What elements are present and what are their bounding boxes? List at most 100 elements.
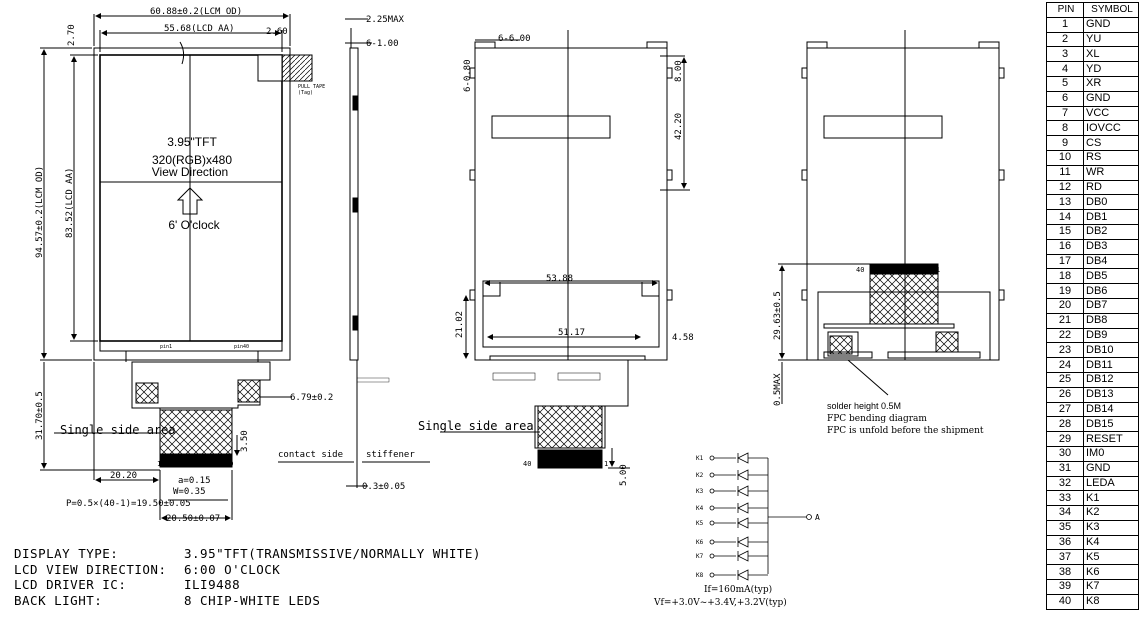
pin-symbol: DB1 <box>1083 209 1139 225</box>
led-label: K3 <box>696 488 704 495</box>
pin-number: 32 <box>1046 475 1084 492</box>
pin-number: 8 <box>1046 120 1084 137</box>
led-diode <box>709 550 768 562</box>
mechanical-drawing: 60.88±0.2(LCM OD) 55.68(LCD AA) 2.60 2.7… <box>35 7 1005 608</box>
dim-20-50: 20.50±0.07 <box>166 514 220 524</box>
single-side-area-label: Single side area <box>60 423 176 437</box>
screen-clock: 6' O'clock <box>168 218 220 232</box>
pin-number: 30 <box>1046 445 1084 462</box>
dim-5388: 53.88 <box>546 274 573 284</box>
dim-lcm-width: 60.88±0.2(LCM OD) <box>150 7 242 17</box>
dim-8: 8.00 <box>674 60 684 82</box>
led-diode <box>709 469 768 481</box>
led-diode <box>709 536 768 548</box>
spec-block: DISPLAY TYPE:3.95"TFT(TRANSMISSIVE/NORMA… <box>14 546 481 608</box>
pin-symbol: DB7 <box>1083 297 1139 314</box>
led-label: K2 <box>696 472 704 479</box>
pin-number: 24 <box>1046 357 1084 373</box>
pin-number: 36 <box>1046 534 1084 551</box>
fpc-note-1: solder height 0.5M <box>827 401 901 411</box>
pin-number: 22 <box>1046 327 1084 344</box>
dim-right-offset: 2.60 <box>266 27 288 37</box>
pin-number: 20 <box>1046 297 1084 314</box>
back-pin-40: 40 <box>523 460 531 468</box>
pin-number: 7 <box>1046 105 1084 122</box>
led-label: K8 <box>696 572 704 579</box>
led-label: K1 <box>696 455 704 462</box>
pin-symbol: YD <box>1083 61 1139 77</box>
pin-number: 21 <box>1046 312 1084 329</box>
stiffener-label: stiffener <box>366 450 415 460</box>
vf-label: Vf=+3.0V~+3.4V,+3.2V(typ) <box>653 597 787 608</box>
led-label: K5 <box>696 520 704 527</box>
pin-number: 18 <box>1046 268 1084 285</box>
spec-row: LCD DRIVER IC: ILI9488 <box>14 577 481 593</box>
pin-symbol: DB2 <box>1083 223 1139 240</box>
pin-symbol: K1 <box>1083 490 1139 507</box>
pin-number: 12 <box>1046 179 1084 196</box>
dim-3-50: 3.50 <box>240 430 250 452</box>
pin-symbol: GND <box>1083 460 1139 477</box>
dim-pitch: P=0.5×(40-1)=19.50±0.05 <box>66 499 191 509</box>
spec-value: 3.95"TFT(TRANSMISSIVE/NORMALLY WHITE) <box>184 546 481 561</box>
pin-number: 35 <box>1046 519 1084 536</box>
spec-row: DISPLAY TYPE:3.95"TFT(TRANSMISSIVE/NORMA… <box>14 546 481 562</box>
spec-row: BACK LIGHT:8 CHIP-WHITE LEDS <box>14 593 481 609</box>
pin-symbol: IOVCC <box>1083 120 1139 137</box>
pin-number: 40 <box>1046 593 1084 610</box>
led-diode <box>709 485 768 497</box>
pin-number: 11 <box>1046 164 1084 181</box>
pin-symbol: K4 <box>1083 534 1139 551</box>
dim-lcd-aa-width: 55.68(LCD AA) <box>164 24 234 34</box>
dim-6-080: 6-0.80 <box>463 59 473 92</box>
back-view <box>440 30 690 469</box>
spec-key: LCD VIEW DIRECTION: <box>14 561 167 577</box>
pin-number: 25 <box>1046 371 1084 388</box>
dim-20-20: 20.20 <box>110 471 137 481</box>
led-label: K4 <box>696 505 704 512</box>
pin-symbol: IM0 <box>1083 445 1139 462</box>
pin-header: PIN <box>1046 2 1084 18</box>
dim-05: 0.5MAX <box>773 373 783 406</box>
contact-side-label: contact side <box>278 450 343 460</box>
led-diode <box>709 569 768 581</box>
spec-value: ILI9488 <box>184 577 241 592</box>
pin-number: 13 <box>1046 194 1084 211</box>
pin-number: 29 <box>1046 431 1084 447</box>
pin-symbol: DB4 <box>1083 253 1139 270</box>
dim-w: W=0.35 <box>173 487 206 497</box>
spec-key: LCD DRIVER IC: <box>14 577 127 592</box>
pin-symbol: DB9 <box>1083 327 1139 344</box>
fpc-pin-1: 1 <box>936 266 940 274</box>
pin-symbol: K3 <box>1083 519 1139 536</box>
pin-40-label: 40 <box>225 460 233 468</box>
dim-100: 6-1.00 <box>366 39 399 49</box>
pin-symbol: DB11 <box>1083 357 1139 373</box>
pin-symbol: RD <box>1083 179 1139 196</box>
dim-458: 4.58 <box>672 333 694 343</box>
backlight-labels: K1 K2 K3 K4 K5 K6 K7 K8 A If=160mA(typ) … <box>653 455 820 608</box>
pin-number: 17 <box>1046 253 1084 270</box>
dim-4220: 42.20 <box>674 113 684 140</box>
front-view-labels: 60.88±0.2(LCM OD) 55.68(LCD AA) 2.60 2.7… <box>35 7 333 524</box>
pin-number: 38 <box>1046 564 1084 581</box>
spec-key: BACK LIGHT: <box>14 592 103 608</box>
